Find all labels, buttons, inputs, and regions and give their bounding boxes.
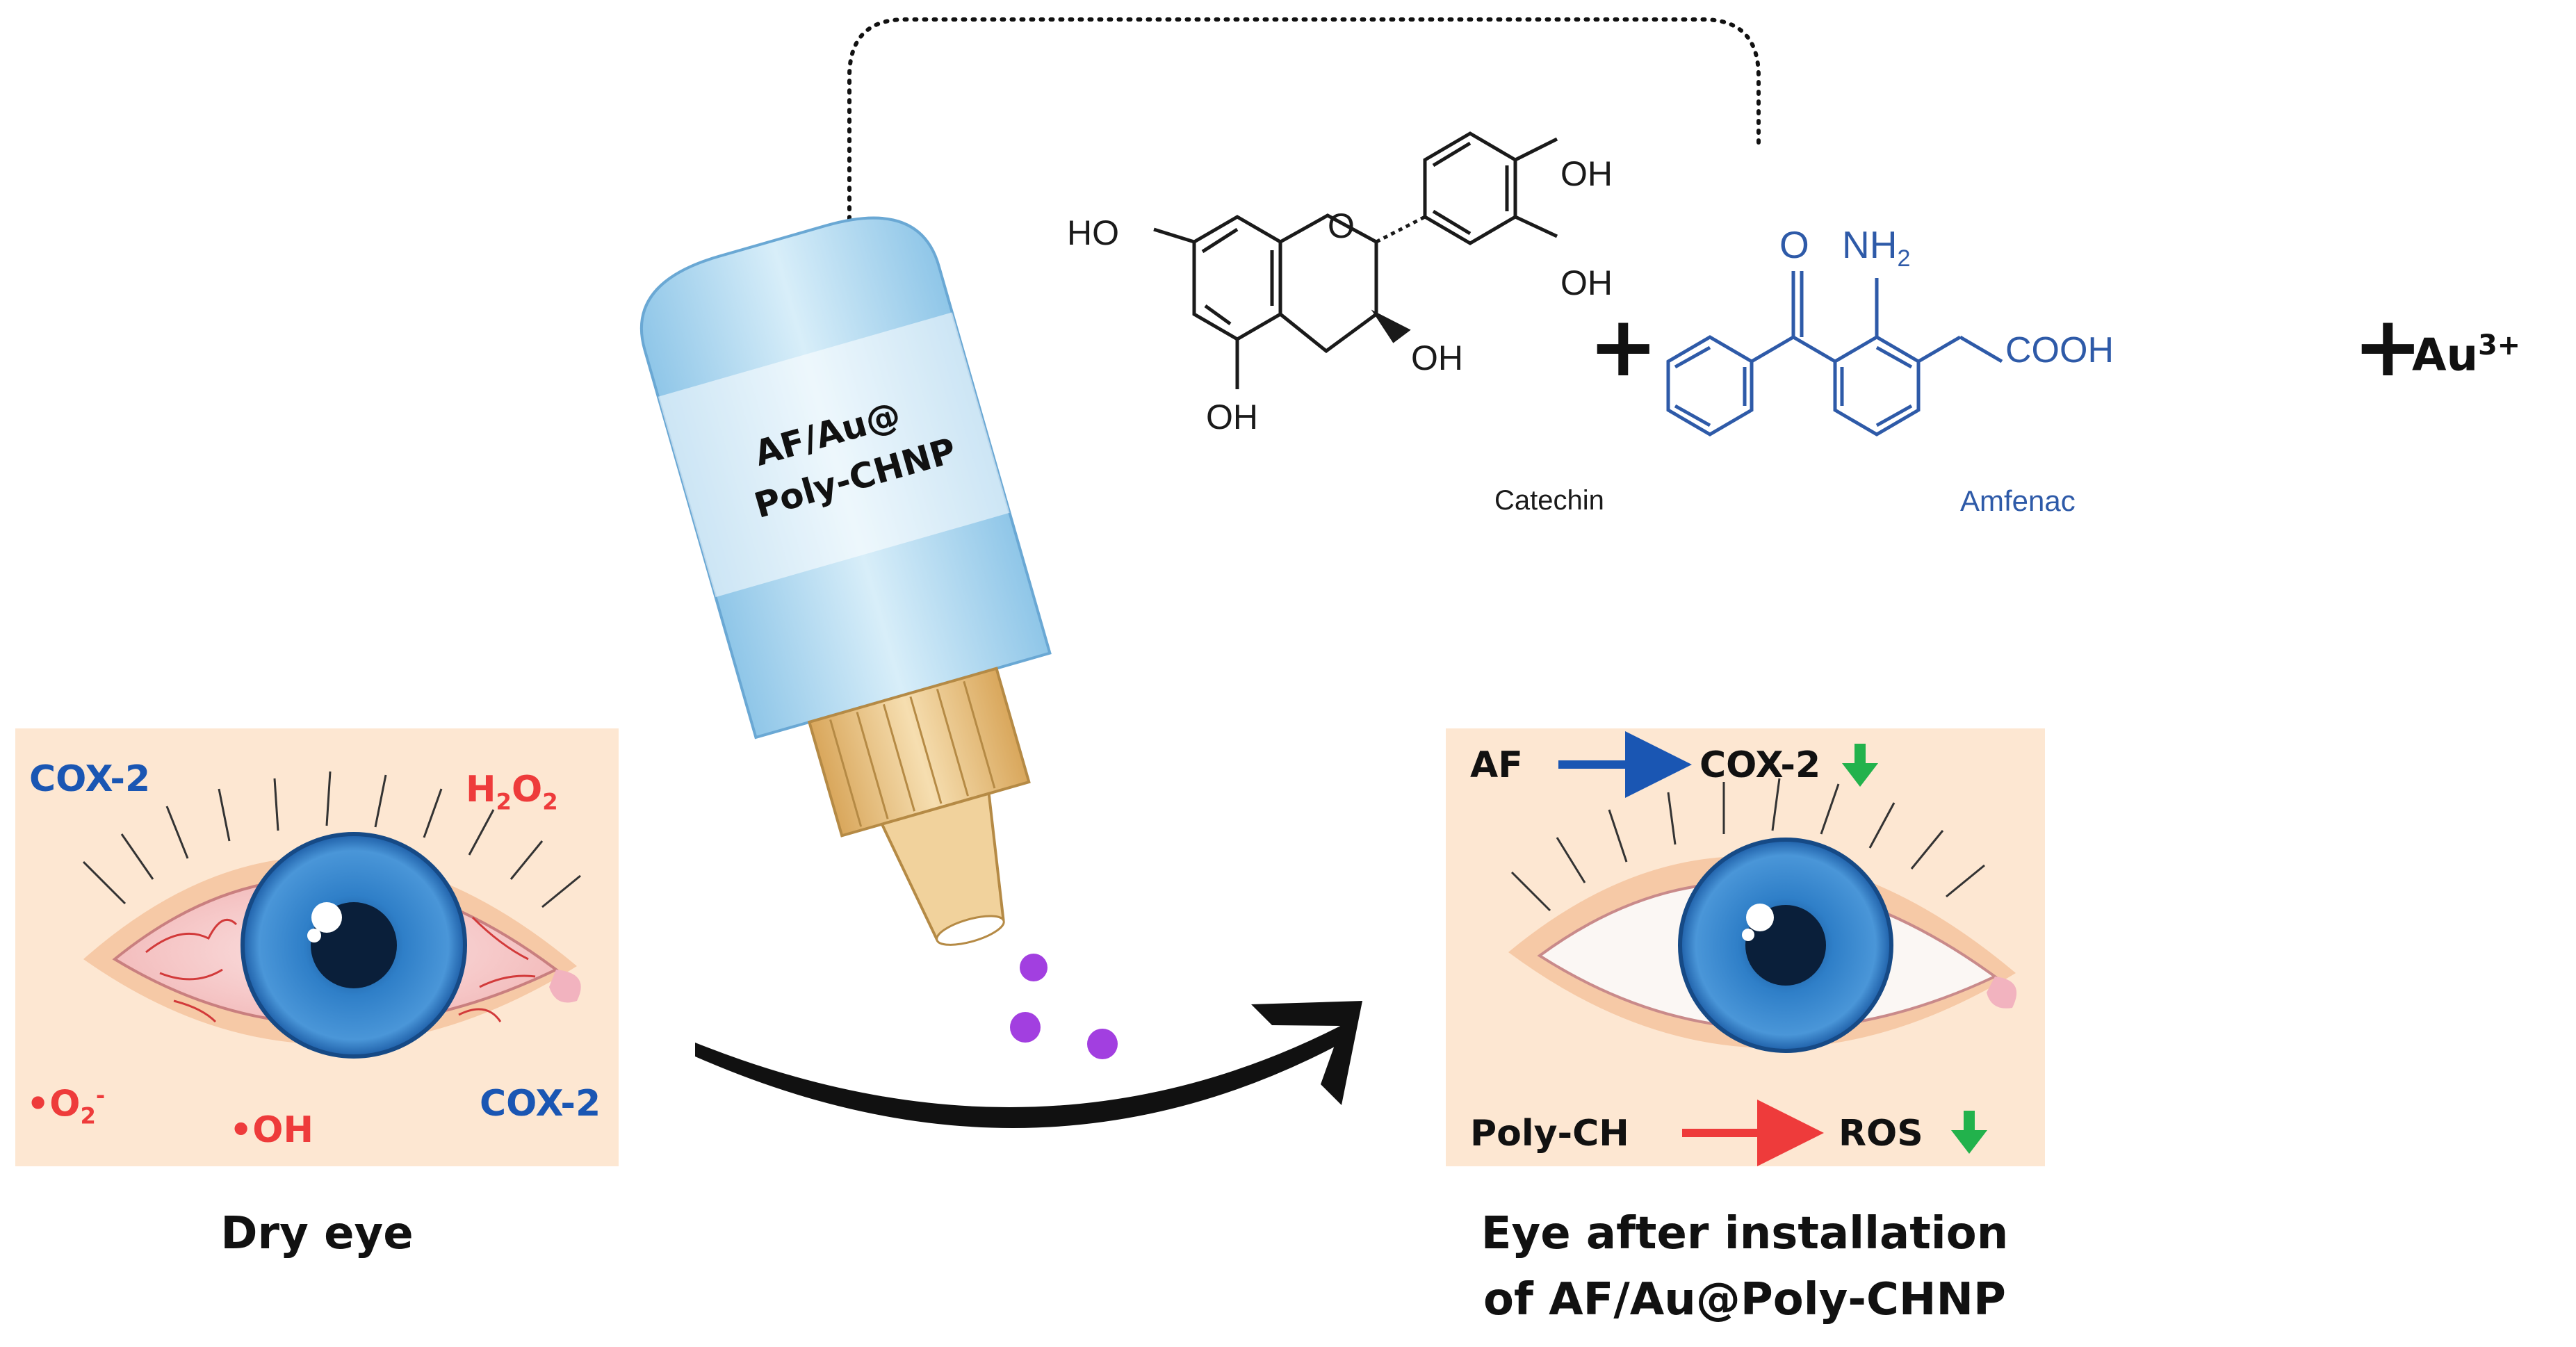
dry-eye-caption: Dry eye: [220, 1208, 414, 1259]
amfenac-nh2: NH2: [1842, 223, 1911, 272]
dry-eye-lashes: [82, 771, 581, 908]
treated-eye-caption-line2: of AF/Au@Poly-CHNP: [1483, 1274, 2006, 1325]
down-arrow-icon-cox2: [1842, 744, 1878, 787]
drop-3: [1087, 1029, 1118, 1059]
treated-af-label: AF: [1470, 744, 1523, 786]
amfenac-structure: [1666, 271, 2003, 436]
amfenac-cooh: COOH: [2005, 330, 2114, 370]
drop-2: [1010, 1012, 1041, 1043]
treated-eye-panel: [1446, 728, 2045, 1166]
dry-eye-superoxide: •O2-: [26, 1082, 106, 1129]
amfenac-name: Amfenac: [1960, 484, 2076, 517]
catechin-oh-top: OH: [1560, 154, 1613, 193]
treated-ros-label: ROS: [1839, 1113, 1923, 1154]
dotted-connector: [847, 17, 1761, 259]
dry-eye-cox2-top: COX-2: [29, 758, 151, 800]
dry-eye-panel: [15, 728, 619, 1166]
blood-vessels: [145, 916, 536, 1023]
dry-eye-cox2-bottom: COX-2: [480, 1083, 601, 1125]
dry-eye-h2o2: H2O2: [466, 769, 558, 815]
curved-arrow: [695, 1001, 1362, 1128]
catechin-name: Catechin: [1494, 485, 1604, 516]
drop-1: [1020, 954, 1047, 981]
down-arrow-icon-ros: [1951, 1111, 1987, 1154]
catechin-o-ring: O: [1328, 206, 1355, 245]
treated-eye-lashes: [1510, 778, 1985, 912]
catechin-oh-bottom: OH: [1206, 398, 1258, 436]
dry-eye-hydroxyl: •OH: [229, 1109, 313, 1151]
amfenac-o-keto: O: [1779, 223, 1809, 266]
eye-drop-bottle: [640, 216, 1052, 946]
drops: [1010, 954, 1118, 1059]
plus-sign-1: +: [1588, 299, 1658, 395]
gold-ion: Au3+: [2412, 329, 2520, 382]
catechin-oh-mid: OH: [1411, 338, 1463, 377]
catechin-oh-right: OH: [1560, 263, 1613, 302]
treated-eye-caption-line1: Eye after installation: [1481, 1208, 2009, 1259]
treated-polych-label: Poly-CH: [1470, 1113, 1629, 1154]
catechin-structure: [1153, 131, 1558, 389]
treated-cox2-label: COX-2: [1699, 744, 1821, 786]
plus-sign-2: +: [2353, 299, 2423, 395]
catechin-ho-left: HO: [1067, 213, 1119, 252]
